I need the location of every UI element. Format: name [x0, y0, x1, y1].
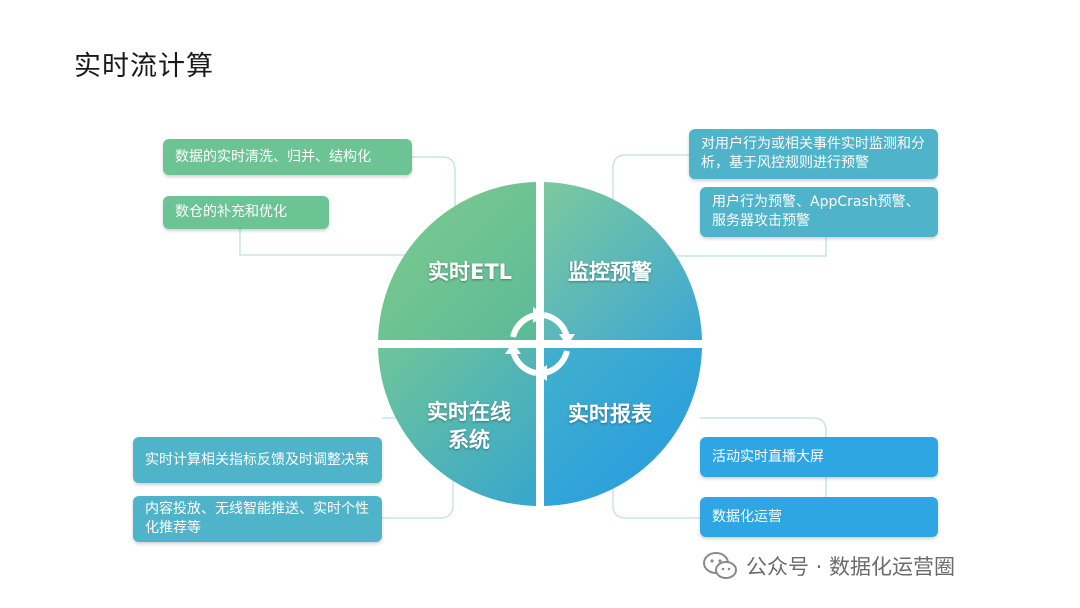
quadrant-tl [378, 182, 536, 340]
cycle-arrowheads-icon [505, 307, 575, 381]
callout-monitor-analysis: 对用户行为或相关事件实时监测和分析，基于风控规则进行预警 [689, 129, 938, 179]
callout-text: 数据化运营 [712, 508, 782, 525]
quadrant-label-tr: 监控预警 [568, 260, 652, 284]
callout-online-decision: 实时计算相关指标反馈及时调整决策 [133, 437, 382, 483]
quadrant-label-tl: 实时ETL [427, 260, 513, 284]
callout-etl-warehouse: 数仓的补充和优化 [163, 196, 329, 229]
quadrant-label-bl: 实时在线 系统 [427, 400, 511, 452]
callout-text: 内容投放、无线智能推送、实时个性化推荐等 [145, 501, 369, 536]
callout-text: 对用户行为或相关事件实时监测和分析，基于风控规则进行预警 [701, 136, 925, 171]
callout-etl-cleaning: 数据的实时清洗、归并、结构化 [163, 139, 412, 175]
callout-report-ops: 数据化运营 [700, 497, 938, 537]
callout-text: 数仓的补充和优化 [175, 204, 287, 220]
cycle-arrows-icon [510, 312, 570, 376]
connector-br-upper [700, 417, 827, 497]
watermark: 公众号 · 数据化运营圈 [700, 546, 955, 586]
callout-text: 用户行为预警、AppCrash预警、服务器攻击预警 [712, 194, 920, 229]
quadrant-tr [544, 182, 702, 340]
wechat-icon [703, 552, 737, 579]
quadrant-br [544, 348, 702, 506]
callout-report-live: 活动实时直播大屏 [700, 437, 938, 477]
callout-text: 数据的实时清洗、归并、结构化 [175, 148, 371, 165]
callout-monitor-alerts: 用户行为预警、AppCrash预警、服务器攻击预警 [700, 187, 938, 237]
callout-text: 活动实时直播大屏 [712, 448, 824, 465]
quadrant-label-br: 实时报表 [568, 402, 652, 426]
quadrant-bl [378, 348, 536, 506]
callout-online-recommend: 内容投放、无线智能推送、实时个性化推荐等 [133, 496, 382, 542]
watermark-text: 公众号 · 数据化运营圈 [746, 555, 956, 579]
page-title: 实时流计算 [74, 51, 214, 82]
callout-text: 实时计算相关指标反馈及时调整决策 [145, 451, 369, 468]
